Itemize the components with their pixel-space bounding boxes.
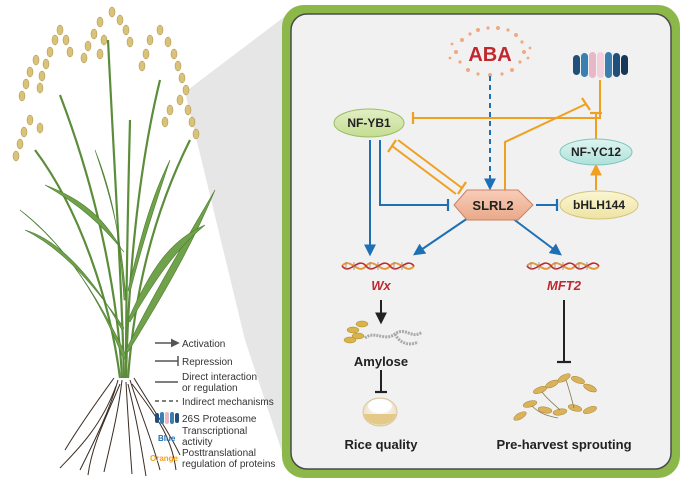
legend-orange-key: Orange bbox=[150, 454, 179, 463]
legend-direct: Direct interaction or regulation bbox=[155, 372, 257, 394]
node-slrl2: SLRL2 bbox=[453, 189, 534, 221]
proteasome-icon bbox=[573, 52, 628, 78]
dna-helix-icon bbox=[526, 262, 600, 270]
node-nfyb1: NF-YB1 bbox=[333, 108, 405, 138]
legend-blue-key: Blue bbox=[158, 434, 176, 443]
nfyb1-label: NF-YB1 bbox=[347, 116, 391, 130]
rice-bowl-icon bbox=[362, 397, 398, 427]
legend-orange: Orange Posttranslational regulation of p… bbox=[150, 448, 275, 470]
legend-blue-label-1: Transcriptional bbox=[182, 426, 247, 437]
aba-dots bbox=[448, 26, 532, 77]
dna-helix-icon bbox=[341, 262, 415, 270]
edge-proteasome-nfyb1 bbox=[413, 80, 601, 119]
node-nfyc12: NF-YC12 bbox=[559, 138, 633, 166]
rice-plant-illustration bbox=[12, 6, 216, 477]
legend: Activation Repression Direct interaction… bbox=[150, 338, 275, 470]
edge-slrl2-up bbox=[504, 103, 587, 192]
legend-activation-label: Activation bbox=[182, 339, 225, 350]
outcome-sprouting: Pre-harvest sprouting bbox=[496, 437, 631, 452]
amylose-label: Amylose bbox=[354, 354, 408, 369]
legend-direct-label-2: or regulation bbox=[182, 383, 238, 394]
edge-nfyb1-slrl2-a bbox=[397, 139, 463, 189]
legend-direct-label-1: Direct interaction bbox=[182, 372, 257, 383]
zoom-callout bbox=[185, 14, 288, 470]
legend-orange-label-1: Posttranslational bbox=[182, 448, 256, 459]
amylose-molecule-icon bbox=[343, 320, 423, 346]
edge-slrl2-wx bbox=[413, 217, 469, 256]
legend-proteasome: 26S Proteasome bbox=[155, 412, 257, 425]
legend-repression: Repression bbox=[155, 356, 233, 368]
legend-indirect: Indirect mechanisms bbox=[155, 397, 274, 408]
bhlh144-label: bHLH144 bbox=[573, 198, 625, 212]
legend-indirect-label: Indirect mechanisms bbox=[182, 397, 274, 408]
legend-activation: Activation bbox=[155, 338, 225, 350]
edge-nfyb1-slrl2-b bbox=[391, 145, 457, 195]
legend-blue-label-2: activity bbox=[182, 437, 213, 448]
aba-label: ABA bbox=[468, 44, 511, 66]
gene-mft2-label: MFT2 bbox=[547, 278, 582, 293]
sprouting-seeds-icon bbox=[513, 373, 597, 421]
proteasome-icon bbox=[155, 412, 179, 424]
edge-slrl2-mft2 bbox=[511, 217, 562, 256]
gene-wx-label: Wx bbox=[371, 278, 391, 293]
legend-repression-label: Repression bbox=[182, 357, 233, 368]
inner-panel bbox=[290, 13, 672, 470]
outcome-rice-quality: Rice quality bbox=[345, 437, 419, 452]
node-bhlh144: bHLH144 bbox=[559, 190, 639, 220]
slrl2-label: SLRL2 bbox=[472, 198, 513, 213]
legend-orange-label-2: regulation of proteins bbox=[182, 459, 275, 470]
nfyc12-label: NF-YC12 bbox=[571, 145, 621, 159]
legend-proteasome-label: 26S Proteasome bbox=[182, 414, 257, 425]
edge-nfyb1-slrl2-blue bbox=[379, 140, 448, 206]
legend-blue: Blue Transcriptional activity bbox=[158, 426, 247, 448]
edges bbox=[364, 76, 602, 394]
